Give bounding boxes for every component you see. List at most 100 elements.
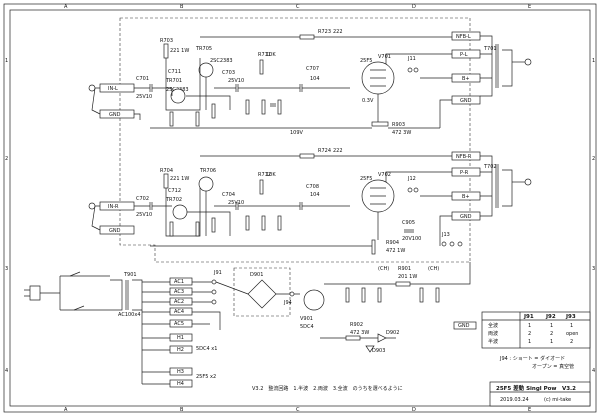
pl-label: P-L <box>460 52 468 58</box>
col-label-c: C <box>296 4 300 10</box>
spk-out-r <box>524 178 532 186</box>
c905-symbol <box>404 229 414 233</box>
tube-type-r: 25F5 <box>360 176 372 182</box>
jt-row3-label: 半波 <box>488 338 498 345</box>
gnd-power-label: GND <box>458 323 470 329</box>
gnd-l-label: GND <box>109 112 121 118</box>
r-p4 <box>419 287 424 303</box>
t702-symbol <box>480 155 513 217</box>
c701-value: 25V10 <box>136 94 152 100</box>
jt-row1-j91: 1 <box>528 323 531 329</box>
r703-value: 221 1W <box>170 48 189 54</box>
jt-row1-label: 全波 <box>488 322 498 329</box>
r723-label: R723 <box>318 29 331 35</box>
bridge-outline <box>233 267 291 317</box>
j91-wiring <box>192 281 221 330</box>
heater-note-1: 5DC4 x1 <box>196 346 217 352</box>
c702-value: 25V10 <box>136 212 152 218</box>
r724-value: 222 <box>333 148 343 154</box>
r901-value: 201 1W <box>398 274 417 280</box>
r-e-l <box>261 99 266 115</box>
row-label-4: 4 <box>5 368 8 374</box>
input-jack-l <box>88 84 96 92</box>
j94-label: J94 <box>283 300 292 306</box>
jt-row3-j92: 1 <box>550 339 553 345</box>
row-label-1-right: 1 <box>592 58 595 64</box>
h2-label: H2 <box>177 347 184 353</box>
gnd-power-box <box>453 321 477 330</box>
r904-body <box>371 239 376 255</box>
jumper-note-1: J94 : ショート = ダイオード <box>499 355 565 362</box>
r-f-l <box>277 99 282 115</box>
c711-label: C711 <box>168 69 181 75</box>
h1-label: H1 <box>177 335 184 341</box>
r-e-r <box>261 215 266 231</box>
col-label-b: B <box>180 4 184 10</box>
h3-label: H3 <box>177 369 184 375</box>
r-p3 <box>377 287 382 303</box>
r724-body <box>299 153 315 159</box>
col-label-b-bottom: B <box>180 407 184 413</box>
r711-value: 10K <box>266 52 276 58</box>
c704-symbol <box>214 202 272 210</box>
r-d-l <box>245 99 250 115</box>
ac3-box <box>169 287 193 296</box>
d902-label: D902 <box>386 330 399 336</box>
tr705-value: 2SC2383 <box>210 58 233 64</box>
pr-label: P-R <box>460 170 469 176</box>
r904-label: R904 <box>386 240 399 246</box>
upper-channel: IN-L GND C701 25V10 R703 221 1W TR705 2S… <box>88 29 532 136</box>
v901-value: 5DC4 <box>300 324 314 330</box>
input-wiring-l <box>91 87 150 120</box>
power-section: T901 AC100x4 AC1 AC3 AC2 AC4 AC5 J91 D90… <box>24 262 477 388</box>
c702-label: C702 <box>136 196 149 202</box>
r-a-l <box>169 111 174 127</box>
j12-pin-2 <box>413 187 419 193</box>
j13-pin-3 <box>457 241 463 247</box>
ac5-box <box>169 319 193 328</box>
ac2-label: AC2 <box>174 299 184 305</box>
r-p2 <box>361 287 366 303</box>
tr702-label: TR702 <box>165 197 182 203</box>
r-p1 <box>345 287 350 303</box>
jumper-table: J91 J92 J93 全波 1 1 1 両波 2 2 open 半波 1 1 … <box>481 311 591 370</box>
ac4-label: AC4 <box>174 309 184 315</box>
r902-value: 472 3W <box>350 330 369 336</box>
t901-symbol <box>110 279 143 311</box>
col-label-a: A <box>64 4 68 10</box>
c707-symbol <box>272 84 350 92</box>
output-wiring-l <box>385 53 452 128</box>
r703-body <box>163 43 169 59</box>
v901-envelope <box>303 289 325 311</box>
c905-value: 20V100 <box>402 236 421 242</box>
j13-pin-1 <box>441 241 447 247</box>
title-box <box>489 381 591 407</box>
col-label-d: D <box>412 4 416 10</box>
r704-label: R704 <box>160 168 173 174</box>
drawing-date: 2019.03.24 <box>500 397 529 403</box>
h4-box <box>169 379 193 388</box>
c707-value: 104 <box>310 76 320 82</box>
tube-type-l: 25F5 <box>360 58 372 64</box>
pr-voltage-l: 0.3V <box>362 98 374 104</box>
gnd-r-label: GND <box>109 228 121 234</box>
j13-pin-2 <box>449 241 455 247</box>
j91-pin-2 <box>211 289 217 295</box>
spk-out-l <box>524 58 532 66</box>
row-label-2-right: 2 <box>592 156 595 162</box>
heater-note-2: 25F5 x2 <box>196 374 216 380</box>
j91-pin-3 <box>211 299 217 305</box>
tr705-label: TR705 <box>195 46 212 52</box>
jt-row2-j91: 2 <box>528 331 531 337</box>
ac3-label: AC3 <box>174 289 184 295</box>
drawing-title: 25F5 差動 Singl Pow V3.2 <box>496 384 576 392</box>
bridge-wiring <box>215 281 300 295</box>
row-label-3-right: 3 <box>592 266 595 272</box>
row-label-4-right: 4 <box>592 368 595 374</box>
heater-wiring <box>141 310 170 385</box>
c905-label: C905 <box>402 220 415 226</box>
c703-symbol <box>214 84 272 92</box>
c704-label: C704 <box>222 192 235 198</box>
version-note: V3.2 整流回路 1.半波 2.両波 3.全波 のうちを選べるように <box>252 385 403 392</box>
r902-label: R902 <box>350 322 363 328</box>
